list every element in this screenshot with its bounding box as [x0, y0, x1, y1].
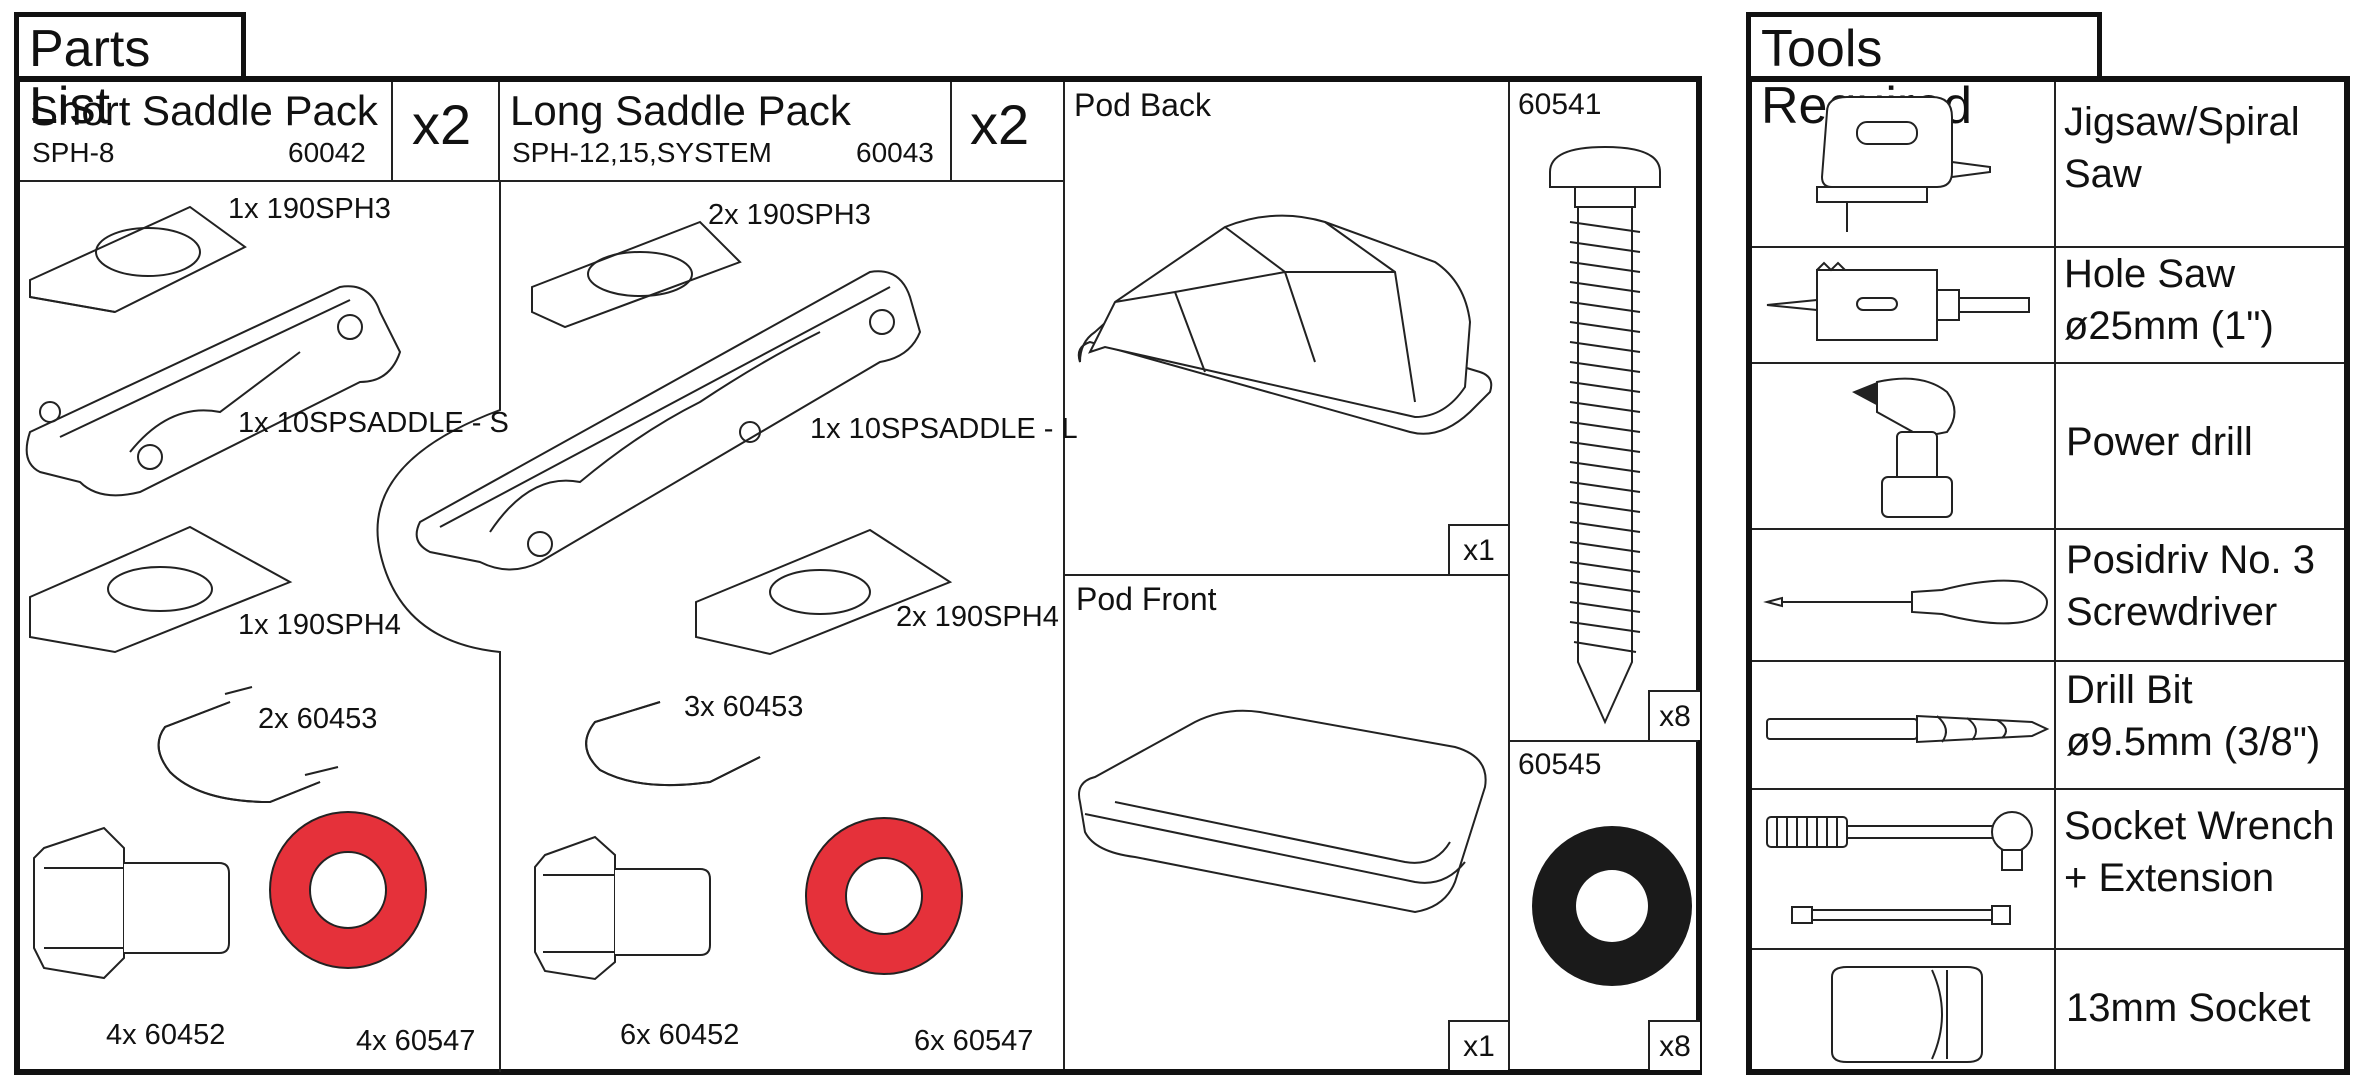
tools-column-divider: [2054, 82, 2056, 1069]
jigsaw-icon: [1816, 96, 1991, 232]
pod-back-label: Pod Back: [1074, 87, 1211, 123]
tool-row-divider: [1752, 788, 2344, 790]
long-washer-label: 6x 60547: [914, 1025, 1034, 1057]
tool-socket-label: 13mm Socket: [2066, 986, 2311, 1030]
long-spacer-top-label: 2x 190SPH3: [708, 199, 871, 231]
short-bolt-label: 4x 60452: [106, 1019, 226, 1051]
tool-row-divider: [1752, 948, 2344, 950]
divider-pack-header: [498, 82, 500, 180]
tool-row-divider: [1752, 528, 2344, 530]
short-pack-name: Short Saddle Pack: [30, 87, 378, 134]
divider-pack2-qty: [950, 82, 952, 180]
divider-screw-washer: [1508, 740, 1698, 742]
long-pack-drawings: [415, 220, 953, 787]
hex-bolt-icon: [534, 835, 711, 981]
hex-bolt-icon: [33, 826, 230, 980]
screw-threads: [1569, 221, 1641, 653]
screw-code: 60541: [1518, 88, 1602, 121]
tool-row-divider: [1752, 362, 2344, 364]
spacer-plate-icon: [25, 205, 402, 804]
tool-power-drill-label: Power drill: [2066, 420, 2253, 464]
hole-saw-icon: [1766, 261, 2030, 341]
black-washer-icon: [1532, 826, 1692, 986]
tool-hole-saw-label: Hole Saw ø25mm (1"): [2064, 252, 2274, 348]
tools-required-title: Tools Required: [1746, 12, 2102, 135]
short-pack-code: 60042: [288, 137, 366, 168]
short-washer-label: 4x 60547: [356, 1025, 476, 1057]
pod-front-qty: x1: [1448, 1020, 1508, 1070]
pack-curved-divider: [376, 180, 501, 1072]
pod-back-icon: [1077, 214, 1493, 435]
divider-pack1-qty: [391, 82, 393, 180]
screw-icon: [1549, 145, 1661, 725]
short-spacer-bottom-label: 1x 190SPH4: [238, 609, 401, 641]
long-ubolt-label: 3x 60453: [684, 691, 804, 723]
short-pack-model: SPH-8: [32, 137, 115, 168]
power-drill-icon: [1852, 377, 1956, 518]
tools-panel: Jigsaw/Spiral Saw Hole Saw ø25mm (1") Po…: [1746, 76, 2350, 1075]
pod-front-icon: [1078, 709, 1487, 914]
parts-list-title: Parts List: [14, 12, 246, 135]
pod-front-label: Pod Front: [1076, 581, 1217, 617]
divider-header-bottom: [20, 180, 1065, 182]
tool-jigsaw-label: Jigsaw/Spiral Saw: [2064, 100, 2300, 196]
divider-pods-screws: [1508, 82, 1510, 1069]
long-bolt-label: 6x 60452: [620, 1019, 740, 1051]
divider-pod-back-front: [1063, 574, 1509, 576]
long-pack-model: SPH-12,15,SYSTEM: [512, 137, 772, 168]
black-washer-qty: x8: [1648, 1020, 1700, 1070]
long-spacer-bottom-label: 2x 190SPH4: [896, 601, 1059, 633]
screwdriver-icon: [1763, 579, 2049, 625]
tool-drill-bit-label: Drill Bit ø9.5mm (3/8"): [2066, 668, 2321, 764]
long-pack-code: 60043: [856, 137, 934, 168]
short-ubolt-label: 2x 60453: [258, 703, 378, 735]
socket-icon: [1831, 966, 1983, 1063]
pod-back-qty: x1: [1448, 524, 1508, 574]
long-pack-name: Long Saddle Pack: [510, 87, 851, 134]
long-saddle-label: 1x 10SPSADDLE - L: [810, 413, 1078, 445]
tool-socket-wrench-label: Socket Wrench + Extension: [2064, 804, 2335, 900]
short-pack-qty: x2: [412, 93, 472, 156]
short-saddle-label: 1x 10SPSADDLE - S: [238, 407, 509, 439]
socket-wrench-icon: [1766, 811, 2033, 925]
tool-row-divider: [1752, 660, 2344, 662]
parts-list-panel: Short Saddle Pack SPH-8 60042 x2 Long Sa…: [14, 76, 1702, 1075]
long-pack-qty: x2: [970, 93, 1030, 156]
thread-lines: [224, 686, 339, 776]
tool-screwdriver-label: Posidriv No. 3 Screwdriver: [2066, 538, 2315, 634]
drill-bit-icon: [1766, 714, 2050, 744]
red-washer-icon: [269, 811, 427, 969]
screw-qty: x8: [1648, 690, 1700, 740]
short-spacer-top-label: 1x 190SPH3: [228, 193, 391, 225]
tool-row-divider: [1752, 246, 2344, 248]
black-washer-code: 60545: [1518, 748, 1602, 781]
grip-lines: [1776, 817, 1838, 847]
red-washer-icon: [805, 817, 963, 975]
